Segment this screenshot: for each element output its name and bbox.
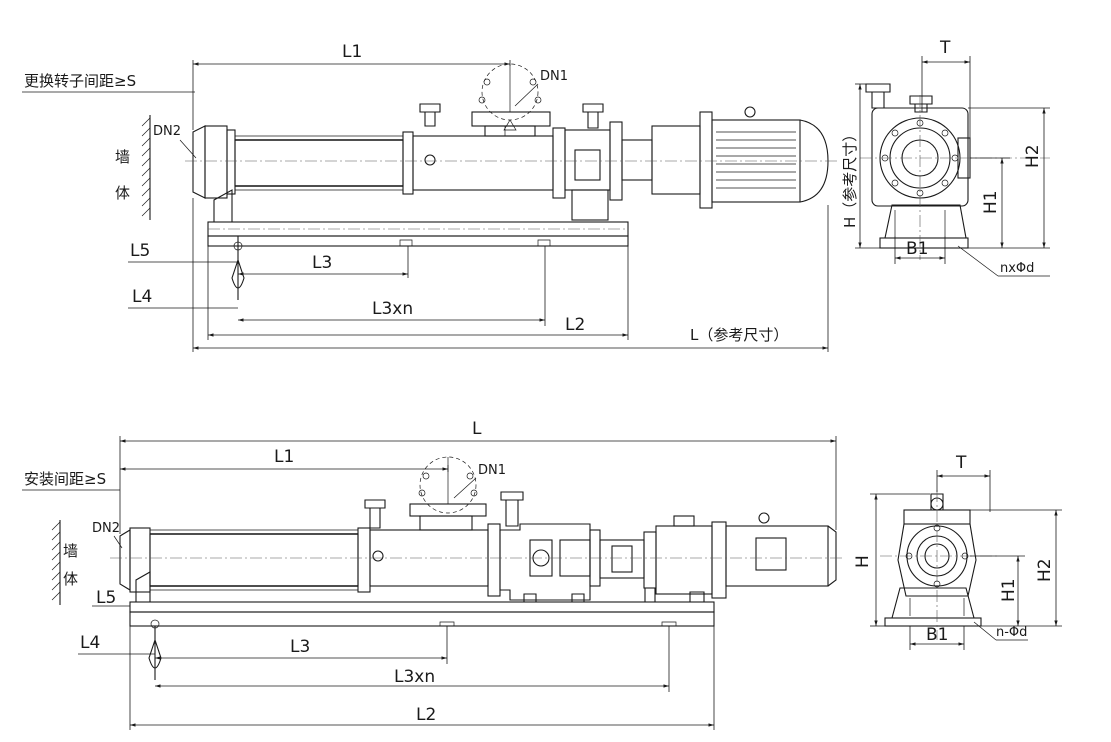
bottom-dim-L5: L5 (96, 588, 116, 608)
top-side-view: T H（参考尺寸） H1 H2 B1 nxΦd (841, 38, 1050, 277)
bottom-dn1-label: DN1 (478, 463, 506, 478)
bottom-side-view: T H H1 H2 B1 n-Φd (853, 453, 1062, 650)
bottom-front-view: 安装间距≥S 墙 体 DN2 (22, 419, 845, 730)
top-dim-L3xn: L3xn (372, 299, 413, 319)
bottom-clearance-label: 安装间距≥S (24, 470, 106, 488)
bottom-dim-L1: L1 (274, 447, 294, 467)
top-wall-char-1: 墙 (115, 148, 130, 166)
bottom-wall-char-2: 体 (63, 570, 78, 588)
bottom-side-holes: n-Φd (996, 625, 1027, 640)
bottom-dim-L2: L2 (416, 705, 436, 725)
bottom-wall-char-1: 墙 (63, 542, 78, 560)
bottom-dim-L4: L4 (80, 633, 100, 653)
top-side-T: T (939, 38, 951, 58)
bottom-side-H2: H2 (1035, 558, 1055, 582)
top-side-H-ref: H（参考尺寸） (841, 127, 859, 228)
top-dim-L-ref: L（参考尺寸） (690, 326, 788, 344)
top-dn2-label: DN2 (153, 124, 181, 139)
bottom-side-T: T (955, 453, 967, 473)
bottom-side-B1: B1 (926, 625, 948, 645)
top-pump-body (185, 63, 840, 221)
top-front-view: 更换转子间距≥S 墙 体 DN2 (22, 42, 840, 352)
bottom-dim-L3xn: L3xn (394, 667, 435, 687)
top-dim-L1: L1 (342, 42, 362, 62)
bottom-dim-L: L (472, 419, 482, 439)
top-wall: 墙 体 (115, 115, 151, 220)
bottom-pump-body (110, 456, 845, 602)
bottom-base-plate (129, 601, 715, 613)
top-side-H1: H1 (981, 190, 1001, 214)
top-dim-L5: L5 (130, 241, 150, 261)
top-clearance-label: 更换转子间距≥S (24, 72, 136, 90)
top-dim-L3: L3 (312, 253, 332, 273)
bottom-side-H1: H1 (999, 578, 1019, 602)
top-side-holes: nxΦd (1000, 261, 1034, 276)
top-dim-L2: L2 (565, 315, 585, 335)
top-dim-L4: L4 (132, 287, 152, 307)
bottom-side-H: H (853, 555, 873, 568)
top-side-B1: B1 (906, 239, 928, 259)
top-dn1-label: DN1 (540, 69, 568, 84)
top-wall-char-2: 体 (115, 184, 130, 202)
bottom-dn2-label: DN2 (92, 521, 120, 536)
top-side-H2: H2 (1023, 144, 1043, 168)
bottom-wall: 墙 体 (51, 520, 78, 605)
bottom-dim-L3: L3 (290, 637, 310, 657)
